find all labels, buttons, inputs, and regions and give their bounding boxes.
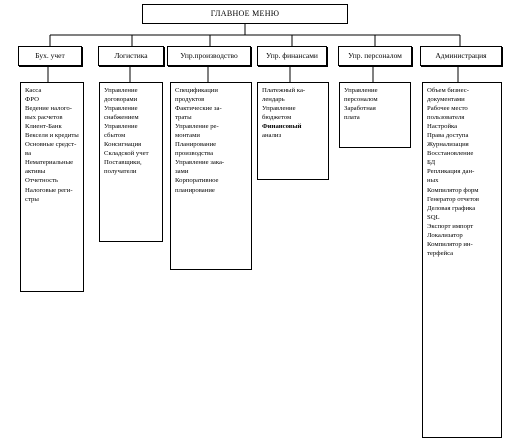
list-item: продуктов <box>175 96 205 104</box>
list-item: снабжением <box>104 114 139 122</box>
list-item: Основные средст- <box>25 141 77 149</box>
list-item: договорами <box>104 96 138 104</box>
list-item: лендарь <box>262 96 285 104</box>
header-logistics: Логистика <box>98 46 164 66</box>
list-item: зами <box>175 168 189 176</box>
list-item: Управление ре- <box>175 123 219 131</box>
list-personnel: Управление персоналом Заработная плата <box>339 82 411 148</box>
list-item: Генератор отчетов <box>427 195 480 203</box>
list-item: Складской учет <box>104 150 149 158</box>
list-item: Управление <box>104 105 138 113</box>
list-item: Поставщики, <box>104 159 142 167</box>
list-item: Компилятор форм <box>427 186 479 194</box>
list-item: Финансовый <box>262 123 302 131</box>
list-item: Настройка <box>427 123 458 131</box>
list-item: Управление <box>104 123 138 131</box>
list-item: производства <box>175 150 214 158</box>
list-item: Налоговые реги- <box>25 186 73 194</box>
list-item: стры <box>25 195 39 203</box>
list-item: плата <box>344 114 360 122</box>
list-item: Локализатор <box>427 231 463 239</box>
list-item: Касса <box>25 87 42 94</box>
list-item: сбытом <box>104 132 126 140</box>
list-item: Консигнация <box>104 141 142 149</box>
list-item: Спецификации <box>175 87 218 94</box>
list-item: Управление зака- <box>175 159 225 167</box>
list-item: Управление <box>104 87 138 94</box>
list-item: анализ <box>262 132 282 140</box>
list-accounting: Касса ФРО Ведение налого- вых расчетов К… <box>20 82 84 292</box>
list-item: вых расчетов <box>25 114 63 122</box>
list-logistics: Управление договорами Управление снабжен… <box>99 82 163 242</box>
list-item: Платежный ка- <box>262 87 306 94</box>
list-administration: Объем бизнес- документами Рабочее место … <box>422 82 502 438</box>
list-item: персоналом <box>344 96 378 104</box>
list-item: Журнализация <box>427 141 469 149</box>
list-item: Векселя и кредиты <box>25 132 79 140</box>
list-item: пользователя <box>427 114 465 122</box>
list-item: бюджетом <box>262 114 292 122</box>
header-accounting: Бух. учет <box>18 46 82 66</box>
list-item: ных <box>427 177 439 185</box>
header-personnel: Упр. персоналом <box>338 46 412 66</box>
list-item: планирование <box>175 186 215 194</box>
header-administration: Администрация <box>420 46 502 66</box>
list-production: Спецификации продуктов Фактические за- т… <box>170 82 252 270</box>
list-item: Корпоративное <box>175 177 219 185</box>
main-menu-box: ГЛАВНОЕ МЕНЮ <box>142 4 348 24</box>
list-finance: Платежный ка- лендарь Управление бюджето… <box>257 82 329 180</box>
list-item: терфейса <box>427 249 454 257</box>
list-item: Управление <box>262 105 296 113</box>
list-item: ва <box>25 150 32 158</box>
list-item: Фактические за- <box>175 105 222 113</box>
list-item: активы <box>25 168 46 176</box>
list-item: документами <box>427 96 465 104</box>
list-item: Объем бизнес- <box>427 87 469 94</box>
header-production: Упр.производство <box>167 46 251 66</box>
list-item: траты <box>175 114 192 122</box>
list-item: Компилятор ин- <box>427 240 473 248</box>
list-item: Отчетность <box>25 177 59 185</box>
header-finance: Упр. финансами <box>257 46 327 66</box>
list-item: Нематериальные <box>25 159 74 167</box>
list-item: Деловая графика <box>427 204 476 212</box>
list-item: Заработная <box>344 105 376 113</box>
list-item: Восстановление <box>427 150 474 158</box>
list-item: получатели <box>104 168 137 176</box>
list-item: Клиент-Банк <box>25 123 62 131</box>
list-item: Ведение налого- <box>25 105 72 113</box>
list-item: БД <box>427 159 436 167</box>
list-item: Управление <box>344 87 378 94</box>
list-item: монтами <box>175 132 200 140</box>
list-item: SQL <box>427 213 440 221</box>
list-item: Экспорт импорт <box>427 222 474 230</box>
list-item: Права доступа <box>427 132 469 140</box>
list-item: Планирование <box>175 141 217 149</box>
list-item: ФРО <box>25 96 39 104</box>
list-item: Рабочее место <box>427 105 468 113</box>
list-item: Репликация дан- <box>427 168 475 176</box>
